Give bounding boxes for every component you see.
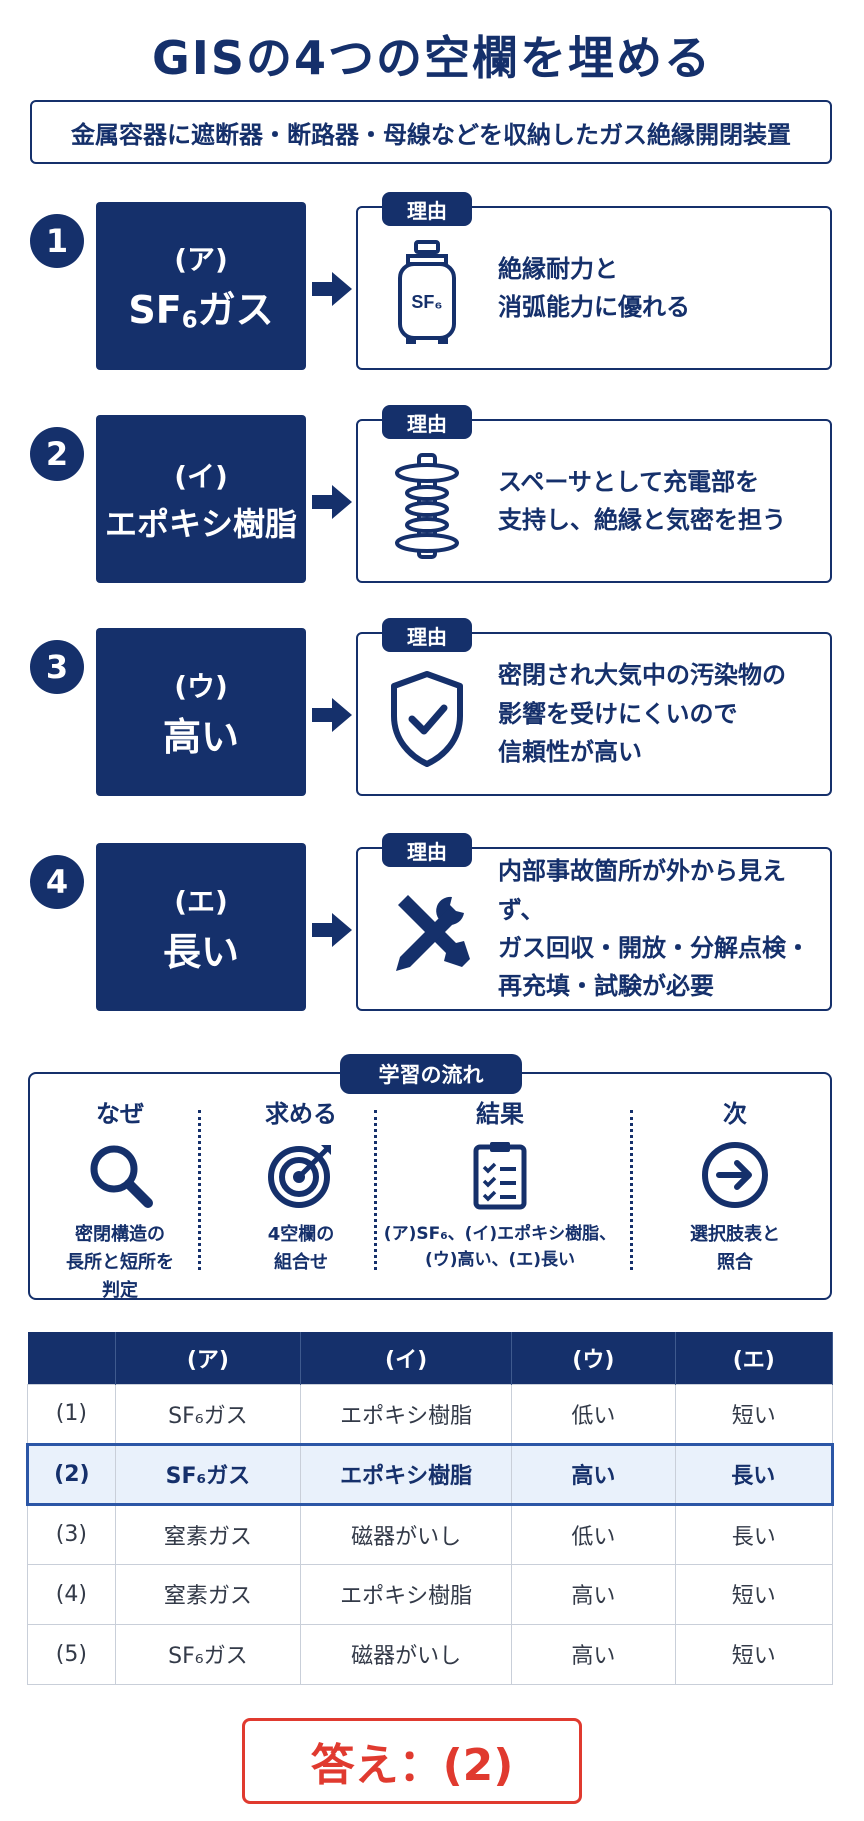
reason-tag: 理由 [382, 192, 472, 226]
answer-box: (イ) エポキシ樹脂 [96, 415, 306, 583]
flow-step-next: 次 選択肢表と照合 [690, 1100, 780, 1273]
blank-item-1: 1 (ア) SF6ガス 理由 SF₆ 絶縁耐力と 消弧能力に優れる [0, 192, 864, 370]
arrow-right-icon [312, 485, 352, 519]
learning-flow: 学習の流れ なぜ 密閉構造の長所と短所を判定 求める 4空欄の組合せ 結果 (ア… [28, 1054, 832, 1301]
final-answer: 答え：(2) [242, 1718, 582, 1804]
tools-icon [396, 895, 470, 971]
arrow-circle-icon [702, 1142, 768, 1208]
reason-text: スペーサとして充電部を 支持し、絶縁と気密を担う [498, 467, 786, 534]
flow-divider [198, 1110, 201, 1270]
blank-value: エポキシ樹脂 [104, 505, 297, 544]
table-header-row: (ア) (イ) (ウ) (エ) [27, 1332, 834, 1384]
svg-text:SF₆: SF₆ [411, 292, 442, 312]
table-header: (ウ) [511, 1332, 676, 1384]
reason-tag: 理由 [382, 833, 472, 867]
shield-check-icon [391, 671, 463, 767]
table-row: (1)SF₆ガスエポキシ樹脂低い短い [27, 1383, 834, 1445]
item-number: 2 [30, 427, 84, 481]
flow-step-result: 結果 (ア)SF₆、(イ)エポキシ樹脂、(ウ)高い、(エ)長い [383, 1100, 617, 1271]
flow-tag: 学習の流れ [340, 1054, 522, 1094]
item-number: 1 [30, 214, 84, 268]
blank-value: SF6ガス [128, 288, 274, 334]
table-row: (3)窒素ガス磁器がいし低い長い [27, 1503, 834, 1565]
table-row: (4)窒素ガスエポキシ樹脂高い短い [27, 1563, 834, 1625]
blank-label: (イ) [174, 460, 228, 494]
target-icon [268, 1145, 331, 1208]
item-number: 4 [30, 855, 84, 909]
choices-table: (ア) (イ) (ウ) (エ) (1)SF₆ガスエポキシ樹脂低い短い (2)SF… [26, 1332, 835, 1685]
flow-divider [374, 1110, 377, 1270]
item-number: 3 [30, 640, 84, 694]
table-header: (イ) [300, 1332, 513, 1384]
blank-item-3: 3 (ウ) 高い 理由 密閉され大気中の汚染物の 影響を受けにくいので 信頼性が… [0, 618, 864, 796]
reason-tag: 理由 [382, 405, 472, 439]
blank-item-2: 2 (イ) エポキシ樹脂 理由 スペーサとして充電部を 支持し、絶縁と気密を担う [0, 405, 864, 583]
blank-label: (ウ) [174, 670, 228, 704]
subtitle-text: 金属容器に遮断器・断路器・母線などを収納したガス絶縁開閉装置 [71, 120, 791, 149]
arrow-right-icon [312, 698, 352, 732]
flow-step-why: なぜ 密閉構造の長所と短所を判定 [66, 1100, 174, 1301]
table-row-highlighted: (2)SF₆ガスエポキシ樹脂高い長い [26, 1442, 835, 1506]
answer-box: (エ) 長い [96, 843, 306, 1011]
reason-box: 理由 SF₆ 絶縁耐力と 消弧能力に優れる [356, 192, 832, 370]
gas-cylinder-icon: SF₆ [398, 240, 456, 344]
table-row: (5)SF₆ガス磁器がいし高い短い [27, 1623, 834, 1685]
magnifier-icon [90, 1145, 153, 1208]
answer-box: (ウ) 高い [96, 628, 306, 796]
table-header [27, 1332, 116, 1384]
flow-divider [630, 1110, 633, 1270]
subtitle-box: 金属容器に遮断器・断路器・母線などを収納したガス絶縁開閉装置 [30, 100, 832, 164]
answer-box: (ア) SF6ガス [96, 202, 306, 370]
spacer-insulator-icon [395, 453, 459, 559]
reason-box: 理由 スペーサとして充電部を 支持し、絶縁と気密を担う [356, 405, 832, 583]
blank-label: (エ) [174, 885, 228, 919]
reason-text: 密閉され大気中の汚染物の 影響を受けにくいので 信頼性が高い [498, 661, 786, 767]
blank-item-4: 4 (エ) 長い 理由 内部事故箇所が外から見えず、 ガス回収・開放・分解点検・… [0, 833, 864, 1011]
blank-value: 高い [162, 715, 239, 760]
arrow-right-icon [312, 272, 352, 306]
checklist-icon [473, 1142, 527, 1210]
reason-text: 内部事故箇所が外から見えず、 ガス回収・開放・分解点検・ 再充填・試験が必要 [498, 857, 810, 1001]
blank-label: (ア) [174, 243, 228, 277]
table-header: (エ) [675, 1332, 834, 1384]
arrow-right-icon [312, 913, 352, 947]
page-title: GISの4つの空欄を埋める [151, 31, 712, 85]
reason-box: 理由 内部事故箇所が外から見えず、 ガス回収・開放・分解点検・ 再充填・試験が必… [356, 833, 832, 1011]
flow-step-seek: 求める 4空欄の組合せ [265, 1100, 337, 1273]
reason-box: 理由 密閉され大気中の汚染物の 影響を受けにくいので 信頼性が高い [356, 618, 832, 796]
table-header: (ア) [115, 1332, 302, 1384]
reason-text: 絶縁耐力と 消弧能力に優れる [498, 254, 690, 321]
blank-value: 長い [162, 930, 239, 975]
reason-tag: 理由 [382, 618, 472, 652]
